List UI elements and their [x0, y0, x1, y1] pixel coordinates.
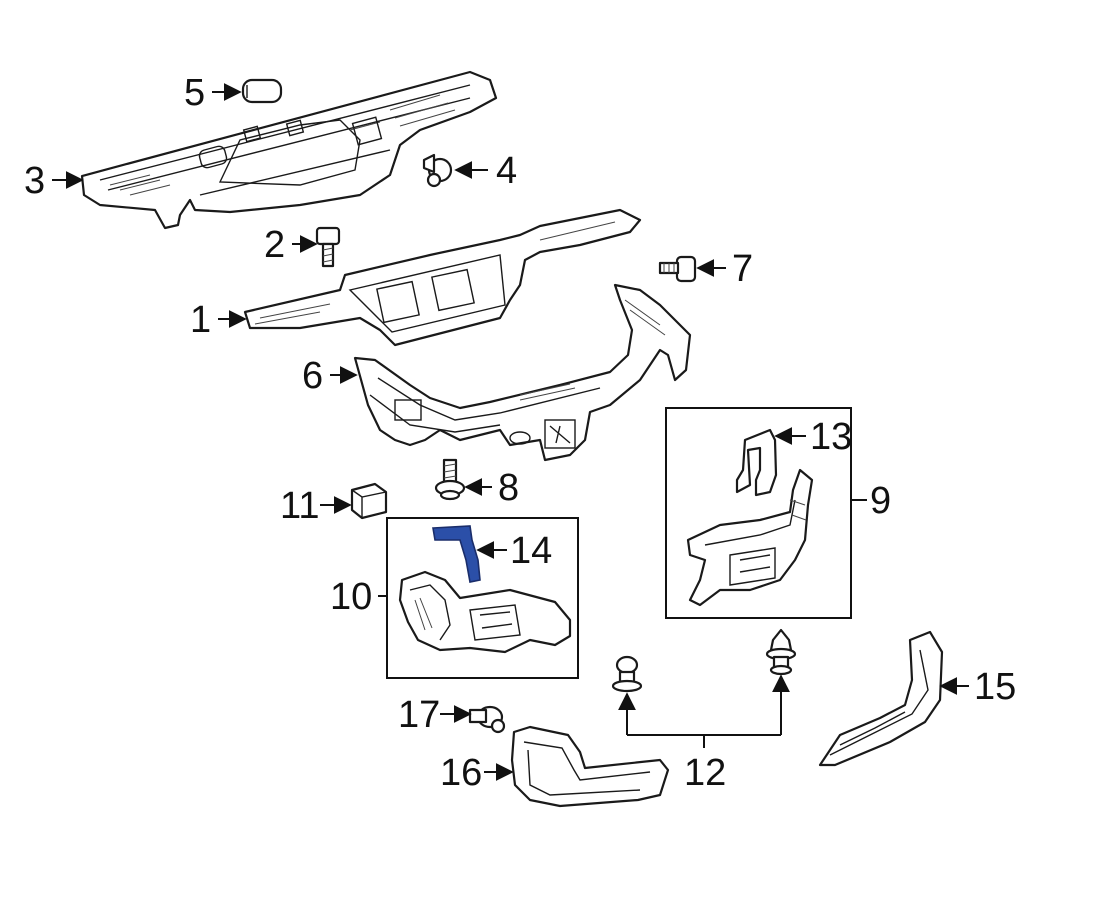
part-4-clip[interactable]: [422, 153, 453, 188]
callout-7: 7: [732, 248, 753, 290]
callout-10: 10: [330, 576, 372, 618]
part-10-group-box: [386, 517, 579, 679]
part-9-side-bracket[interactable]: [686, 468, 814, 607]
part-1-bumper-reinforcement[interactable]: [243, 208, 642, 347]
callout-16: 16: [440, 752, 482, 794]
part-17-clip[interactable]: [468, 705, 506, 734]
callout-3: 3: [24, 160, 45, 202]
part-9-group-box: [665, 407, 852, 619]
part-16-left-end-cap[interactable]: [510, 725, 670, 808]
part-11-pad[interactable]: [350, 482, 388, 520]
callout-2: 2: [264, 224, 285, 266]
callout-12: 12: [684, 752, 726, 794]
part-10-side-bracket[interactable]: [398, 570, 572, 654]
part-12-clip-right[interactable]: [765, 628, 797, 676]
part-2-bolt[interactable]: [315, 226, 341, 268]
part-12-clip-left[interactable]: [611, 655, 643, 693]
part-14-bracket-highlighted[interactable]: [432, 525, 481, 583]
part-15-right-end-cap[interactable]: [818, 630, 944, 767]
part-3-rear-step-bumper[interactable]: [80, 70, 498, 230]
leader-lines: [52, 83, 969, 781]
callout-6: 6: [302, 355, 323, 397]
part-13-bracket[interactable]: [735, 428, 778, 497]
callout-15: 15: [974, 666, 1016, 708]
callout-17: 17: [398, 694, 440, 736]
callout-4: 4: [496, 150, 517, 192]
callout-9: 9: [870, 480, 891, 522]
part-6-hitch-receiver[interactable]: [353, 283, 692, 462]
callout-8: 8: [498, 467, 519, 509]
part-7-bolt[interactable]: [658, 255, 697, 283]
callout-13: 13: [810, 416, 852, 458]
callout-labels: 5 3 4 2 1 7 6 8 9 10 11 12 13 14 15 16 1…: [24, 72, 1016, 794]
callout-14: 14: [510, 530, 552, 572]
part-8-bolt[interactable]: [434, 458, 466, 501]
callout-5: 5: [184, 72, 205, 114]
part-5-bumper-cap[interactable]: [241, 78, 283, 104]
callout-11: 11: [280, 485, 319, 527]
callout-1: 1: [190, 299, 211, 341]
